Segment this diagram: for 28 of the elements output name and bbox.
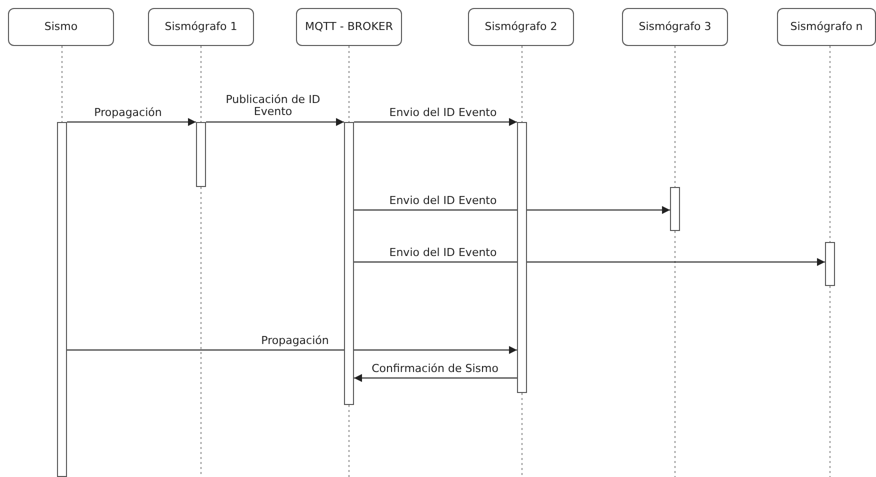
- edge-label: Propagación: [261, 335, 329, 347]
- lifeline: [348, 46, 350, 122]
- lifeline: [674, 46, 676, 188]
- message-arrow: [354, 206, 670, 214]
- edge-label: Confirmación de Sismo: [372, 363, 498, 375]
- activation-bar: [344, 122, 354, 405]
- participant-box: Sismógrafo 3: [622, 8, 728, 46]
- edge-label: Envio del ID Evento: [389, 247, 497, 259]
- participant-box: Sismógrafo 1: [148, 8, 254, 46]
- activation-bar: [57, 122, 67, 477]
- participant-box: Sismo: [8, 8, 114, 46]
- message-arrow: [354, 374, 518, 382]
- activation-bar: [825, 242, 835, 286]
- activation-bar: [670, 187, 680, 231]
- edge-label: Envio del ID Evento: [389, 107, 497, 119]
- message-arrow: [354, 258, 826, 266]
- message-arrow: [66, 346, 518, 354]
- participant-box: Sismógrafo 2: [468, 8, 574, 46]
- activation-bar: [517, 122, 527, 393]
- message-arrow: [206, 118, 344, 126]
- edge-label: Propagación: [94, 107, 162, 119]
- activation-bar: [196, 122, 206, 187]
- participant-box: MQTT - BROKER: [296, 8, 402, 46]
- message-arrow: [354, 118, 518, 126]
- lifeline: [200, 46, 202, 122]
- participant-box: Sismógrafo n: [777, 8, 876, 46]
- edge-label: Envio del ID Evento: [389, 195, 497, 207]
- message-arrow: [66, 118, 196, 126]
